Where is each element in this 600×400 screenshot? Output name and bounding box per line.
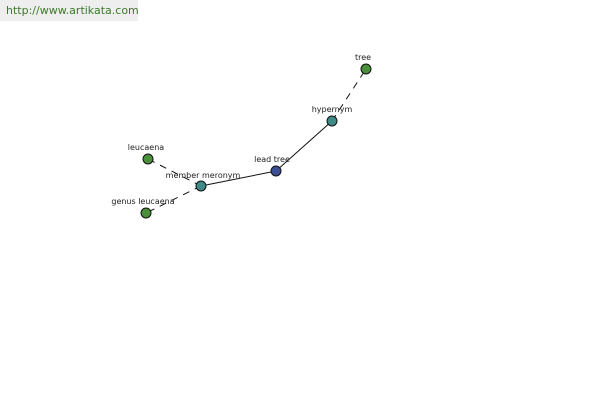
label-lead-tree[interactable]: lead tree bbox=[254, 155, 290, 164]
edge-lead-tree-to-member-meronym bbox=[200, 170, 277, 187]
label-hypernym[interactable]: hypernym bbox=[312, 105, 353, 114]
label-tree[interactable]: tree bbox=[355, 53, 371, 62]
label-member-meronym[interactable]: member meronym bbox=[166, 171, 241, 180]
edge-member-meronym-to-genus-leucaena bbox=[145, 185, 202, 214]
watermark-link[interactable]: http://www.artikata.com bbox=[0, 0, 139, 21]
node-genus-leucaena[interactable] bbox=[140, 207, 152, 219]
node-lead-tree[interactable] bbox=[270, 165, 282, 177]
label-leucaena[interactable]: leucaena bbox=[128, 143, 165, 152]
node-hypernym[interactable] bbox=[326, 115, 338, 127]
graph-nodes bbox=[140, 63, 372, 219]
graph-labels: tree hypernym lead tree member meronym leuca… bbox=[111, 53, 371, 206]
edge-lead-tree-to-hypernym bbox=[275, 120, 333, 172]
node-leucaena[interactable] bbox=[142, 153, 154, 165]
graph-edges bbox=[145, 68, 367, 214]
label-genus-leucaena[interactable]: genus leucaena bbox=[111, 197, 174, 206]
edge-hypernym-to-tree bbox=[331, 68, 367, 122]
node-member-meronym[interactable] bbox=[195, 180, 207, 192]
edge-member-meronym-to-leucaena bbox=[147, 158, 202, 187]
node-tree[interactable] bbox=[360, 63, 372, 75]
